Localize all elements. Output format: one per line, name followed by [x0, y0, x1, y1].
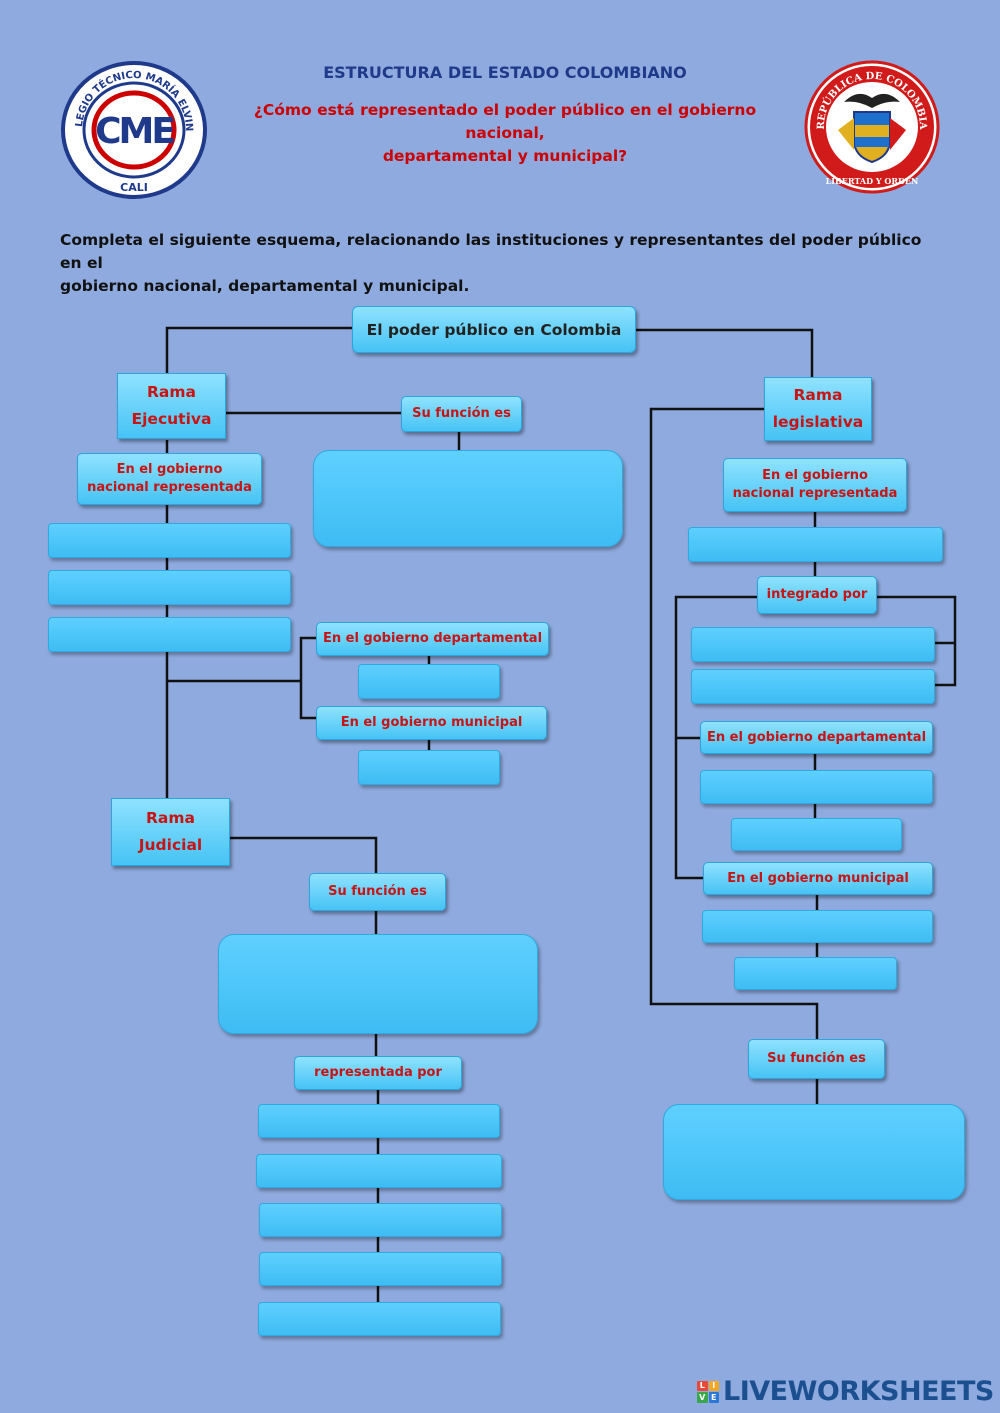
- judicial-representada-label: representada por: [294, 1056, 462, 1090]
- ejecutiva-nacional-label: En el gobierno nacional representada: [77, 453, 262, 505]
- school-logo: CME COLEGIO TÉCNICO MARÍA ELVINIA CALI: [60, 60, 207, 199]
- legislativa-nacional-answer[interactable]: [688, 527, 943, 562]
- ejecutiva-nacional-answer-2[interactable]: [48, 570, 291, 605]
- colombia-seal: REPÚBLICA DE COLOMBIA LIBERTAD Y ORDEN: [804, 60, 940, 194]
- rama-ejecutiva-line-1: Rama: [146, 383, 196, 401]
- rama-legislativa: Rama legislativa: [764, 377, 872, 441]
- question-line-2: departamental y municipal?: [382, 147, 628, 165]
- rama-legislativa-line-2: legislativa: [772, 413, 864, 431]
- instructions-line-2: gobierno nacional, departamental y munic…: [60, 277, 470, 295]
- instructions-line-1: Completa el siguiente esquema, relaciona…: [60, 231, 922, 272]
- school-city: CALI: [120, 181, 148, 194]
- liveworksheets-badge-icon: L I V E: [697, 1380, 719, 1403]
- judicial-answer-3[interactable]: [259, 1203, 502, 1237]
- rama-ejecutiva-line-2: Ejecutiva: [131, 410, 212, 428]
- page-title: ESTRUCTURA DEL ESTADO COLOMBIANO: [323, 63, 687, 82]
- rama-judicial-line-2: Judicial: [138, 836, 203, 854]
- ejecutiva-departamental-answer[interactable]: [358, 664, 500, 699]
- ejecutiva-funcion-answer[interactable]: [313, 450, 623, 547]
- ejecutiva-nacional-answer-3[interactable]: [48, 617, 291, 652]
- legislativa-integrado-answer-1[interactable]: [691, 627, 935, 662]
- question-line-1: ¿Cómo está representado el poder público…: [253, 101, 757, 142]
- badge-letter-i: I: [708, 1380, 719, 1391]
- seal-motto: LIBERTAD Y ORDEN: [826, 176, 919, 186]
- legislativa-funcion-label: Su función es: [748, 1039, 885, 1079]
- school-monogram: CME: [95, 111, 173, 152]
- judicial-funcion-label: Su función es: [309, 873, 446, 911]
- legislativa-municipal-label: En el gobierno municipal: [703, 862, 933, 895]
- ejecutiva-departamental-label: En el gobierno departamental: [316, 622, 549, 656]
- ejecutiva-municipal-label: En el gobierno municipal: [316, 706, 547, 740]
- legislativa-nacional-label: En el gobierno nacional representada: [723, 458, 907, 512]
- ejecutiva-funcion-label: Su función es: [401, 396, 522, 432]
- judicial-funcion-answer[interactable]: [218, 934, 538, 1034]
- legislativa-nacional-line-2: nacional representada: [732, 486, 898, 501]
- judicial-answer-1[interactable]: [258, 1104, 500, 1138]
- badge-letter-e: E: [708, 1392, 719, 1403]
- legislativa-departamental-answer-1[interactable]: [700, 770, 933, 804]
- ejecutiva-nacional-line-1: En el gobierno: [116, 462, 223, 477]
- rama-judicial: Rama Judicial: [111, 798, 230, 866]
- page-question: ¿Cómo está representado el poder público…: [230, 99, 780, 168]
- ejecutiva-nacional-answer-1[interactable]: [48, 523, 291, 558]
- legislativa-municipal-answer-2[interactable]: [734, 957, 897, 990]
- badge-letter-l: L: [697, 1380, 708, 1391]
- liveworksheets-text: LIVEWORKSHEETS: [723, 1376, 994, 1407]
- legislativa-nacional-line-1: En el gobierno: [762, 468, 868, 483]
- ejecutiva-municipal-answer[interactable]: [358, 750, 500, 785]
- judicial-answer-2[interactable]: [256, 1154, 502, 1188]
- rama-legislativa-line-1: Rama: [793, 386, 843, 404]
- legislativa-integrado-label: integrado por: [757, 576, 877, 614]
- rama-ejecutiva: Rama Ejecutiva: [117, 373, 226, 439]
- instructions: Completa el siguiente esquema, relaciona…: [60, 229, 940, 298]
- judicial-answer-5[interactable]: [258, 1302, 501, 1336]
- legislativa-funcion-answer[interactable]: [663, 1104, 965, 1200]
- root-node: El poder público en Colombia: [352, 306, 636, 353]
- judicial-answer-4[interactable]: [259, 1252, 502, 1286]
- liveworksheets-watermark: L I V E LIVEWORKSHEETS: [697, 1376, 994, 1407]
- legislativa-integrado-answer-2[interactable]: [691, 669, 935, 704]
- ejecutiva-nacional-line-2: nacional representada: [87, 480, 252, 495]
- rama-judicial-line-1: Rama: [145, 809, 195, 827]
- legislativa-municipal-answer-1[interactable]: [702, 910, 933, 943]
- legislativa-departamental-answer-2[interactable]: [731, 818, 902, 851]
- badge-letter-v: V: [697, 1392, 708, 1403]
- legislativa-departamental-label: En el gobierno departamental: [700, 721, 933, 754]
